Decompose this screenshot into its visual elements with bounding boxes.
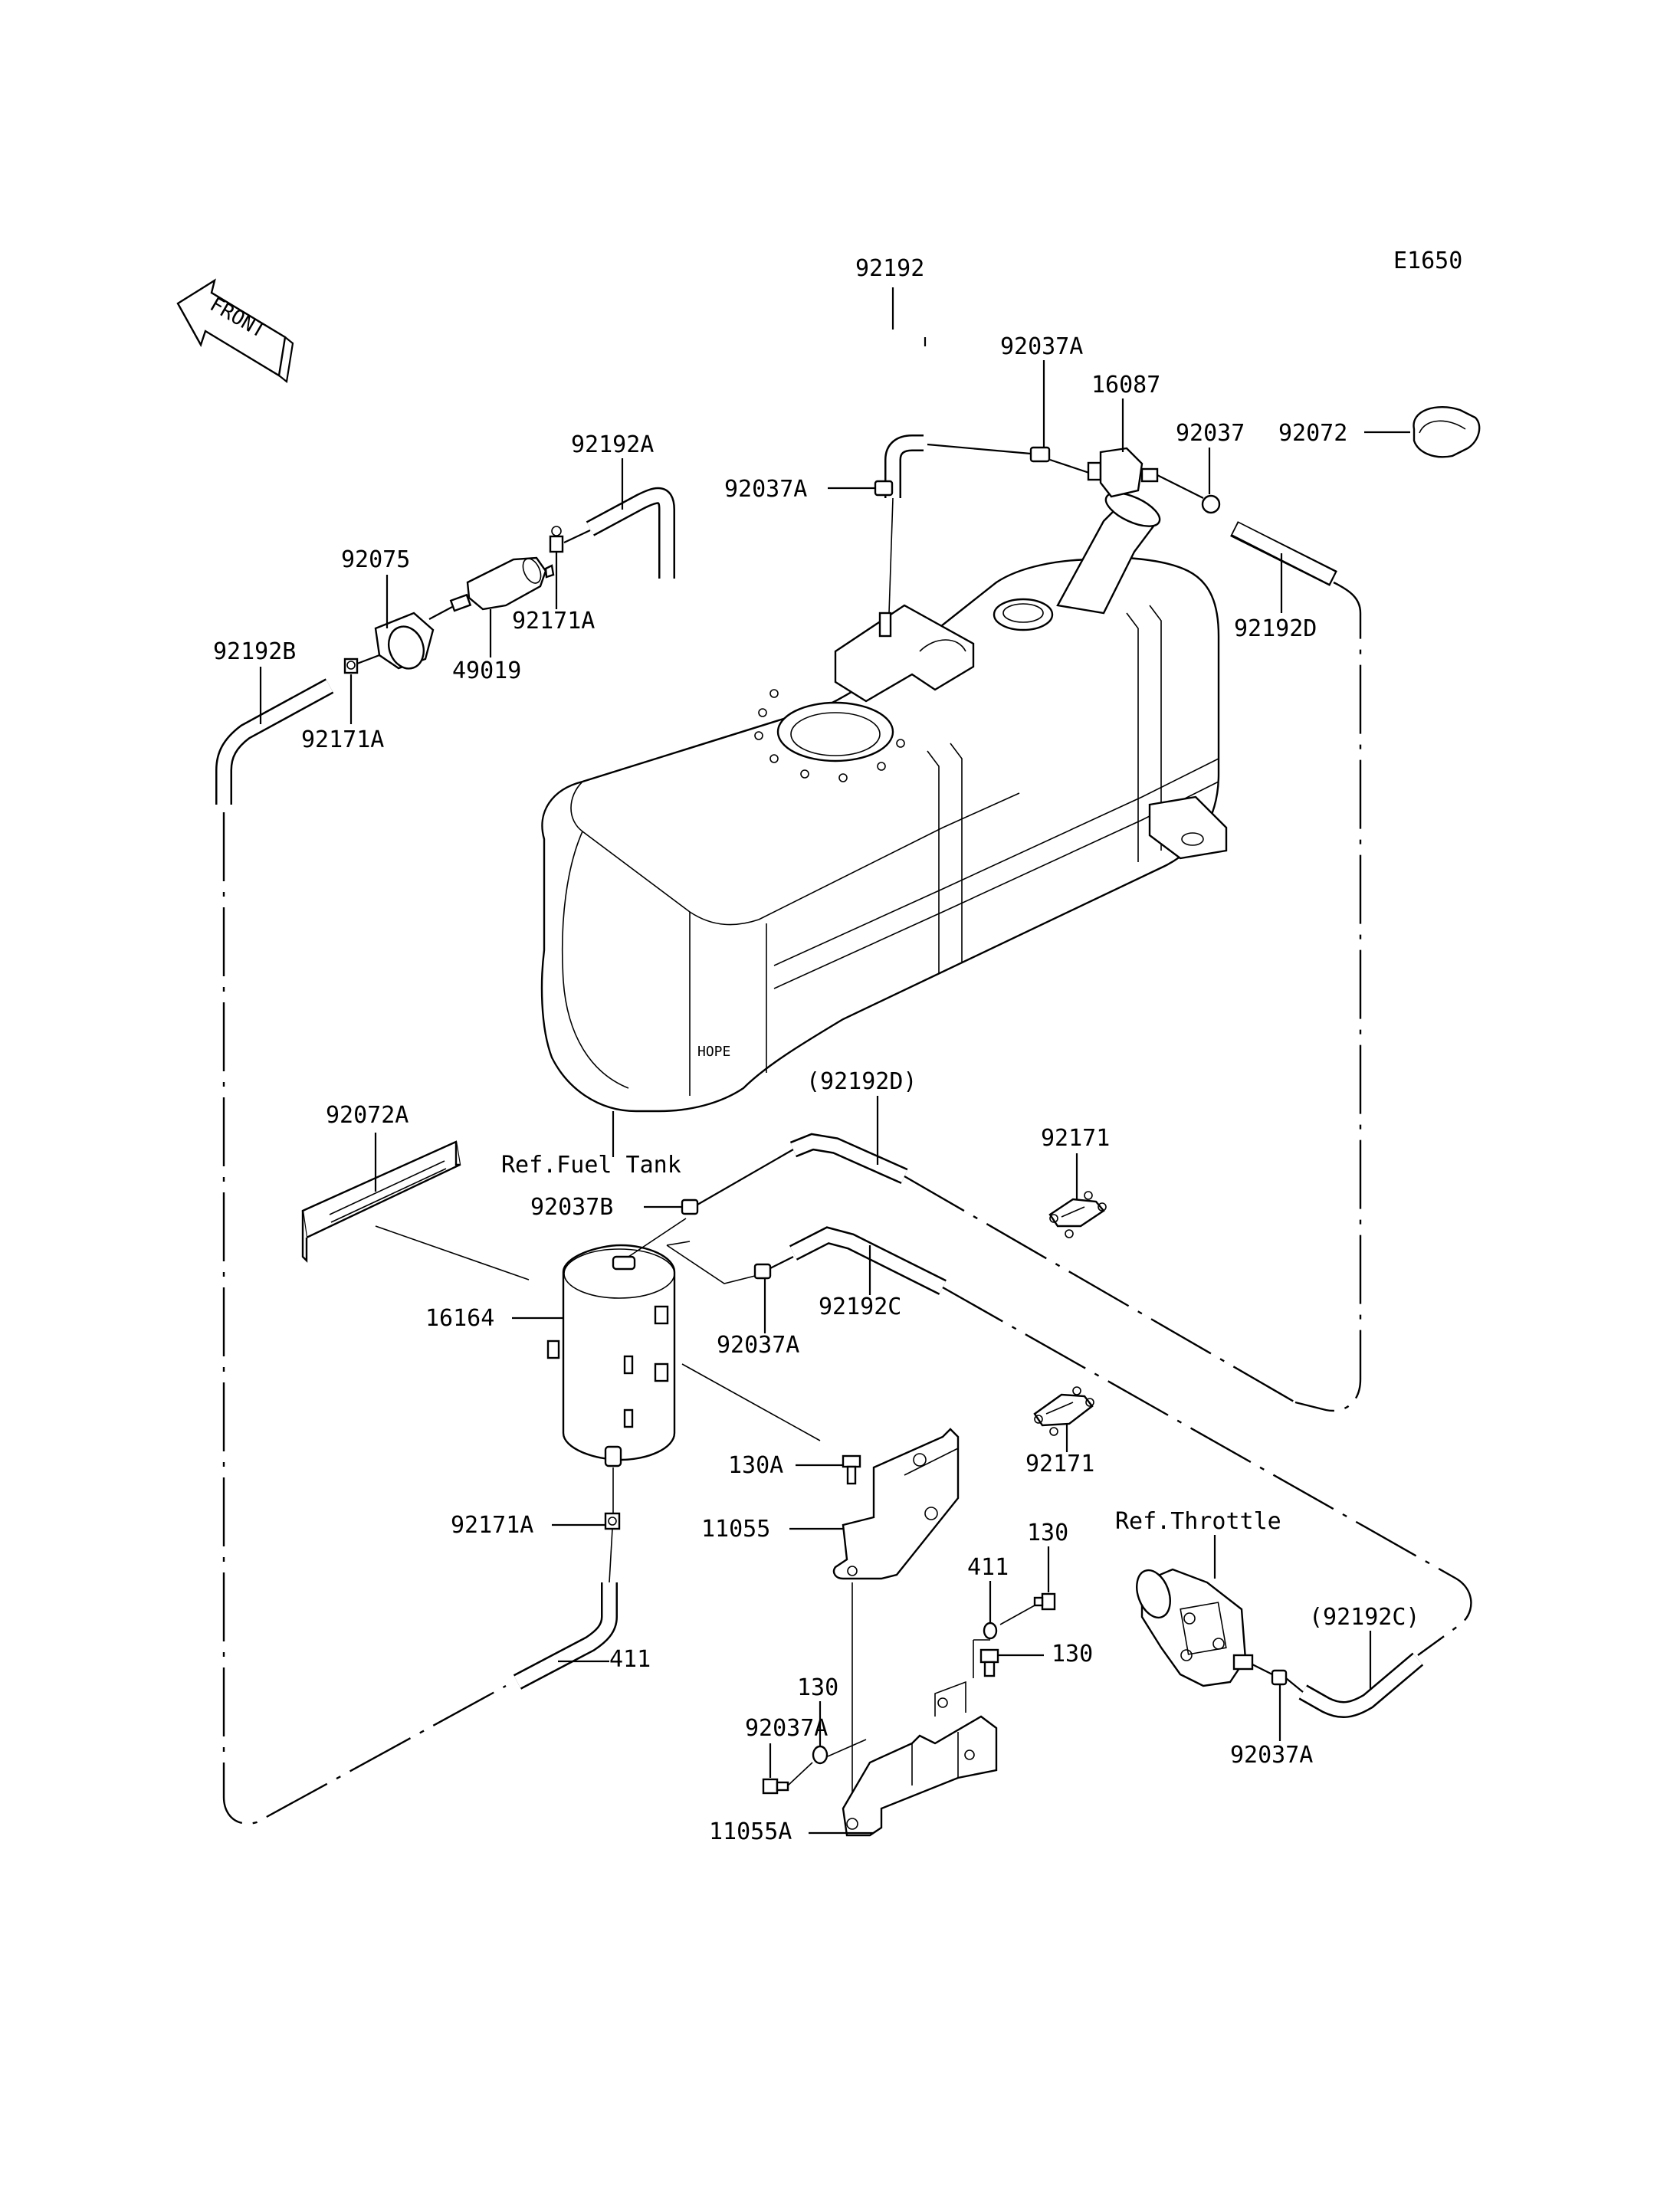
label-16087: 16087 [1091, 372, 1160, 398]
label-92192C: 92192C [819, 1294, 901, 1320]
label-130A: 130A [728, 1452, 783, 1479]
label-92072: 92072 [1278, 420, 1347, 447]
label-49019: 49019 [452, 657, 521, 684]
bracket-11055A [842, 1681, 998, 1837]
label-130-left: 92037A [745, 1715, 828, 1742]
clamp-92171A-canister [604, 1512, 621, 1530]
label-92192C-paren: (92192C) [1309, 1604, 1420, 1631]
label-411-upper: 411 [967, 1554, 1009, 1581]
valve-16087 [1087, 447, 1159, 498]
clamp-92171A-lower [343, 657, 359, 674]
filter-49019 [449, 556, 555, 612]
throttle-body [1136, 1568, 1254, 1687]
strap-92072A [301, 1140, 461, 1263]
label-92192B-paren: 411 [609, 1646, 651, 1673]
bolt-130A [842, 1454, 861, 1485]
label-92192B: 92192B [213, 638, 296, 665]
label-92171A-upper: 92171A [512, 608, 595, 635]
bolt-130-right [979, 1648, 999, 1677]
front-arrow-icon: FRONT [176, 278, 294, 384]
label-92037A-throttle: 92037A [1230, 1742, 1313, 1769]
fuel-tank: HOPE [540, 492, 1228, 1113]
label-92171A-canister: 92171A [451, 1512, 533, 1539]
label-92037: 92037 [1176, 420, 1245, 447]
canister-16164 [546, 1244, 676, 1467]
label-411-lower: 130 [797, 1674, 838, 1701]
label-130-upper: 130 [1027, 1520, 1068, 1546]
label-92171-upper: 92171 [1041, 1125, 1110, 1152]
label-92171-lower: 92171 [1025, 1451, 1094, 1477]
label-130-right: 130 [1052, 1641, 1093, 1667]
bolt-130-left [762, 1778, 789, 1795]
label-11055A: 11055A [709, 1818, 792, 1845]
label-92192D: 92192D [1234, 615, 1317, 642]
hose-92192D [1230, 521, 1337, 586]
label-92037B: 92037B [530, 1194, 613, 1221]
bracket-11055 [832, 1428, 960, 1580]
label-11055: 11055 [701, 1516, 770, 1543]
label-92192D-paren: (92192D) [806, 1068, 917, 1095]
label-92192: 92192 [855, 255, 924, 282]
label-92075: 92075 [341, 546, 410, 573]
label-ref-throttle: Ref.Throttle [1115, 1508, 1281, 1535]
label-92072A: 92072A [326, 1102, 409, 1129]
clip-92171-lower [1033, 1386, 1094, 1436]
diagram-code: E1650 [1393, 248, 1462, 274]
label-92192A: 92192A [571, 431, 654, 458]
label-92171A-lower: 92171A [301, 726, 384, 753]
band-92072 [1413, 406, 1481, 458]
label-92037A-mid: 92037A [717, 1332, 799, 1359]
label-92037A-left: 92037A [724, 476, 807, 503]
label-92037A-top: 92037A [1000, 333, 1083, 360]
tank-embossing: HOPE [697, 1044, 730, 1060]
clip-92171-upper [1048, 1191, 1107, 1238]
bolt-130-upper [1033, 1592, 1056, 1611]
label-16164: 16164 [425, 1305, 494, 1332]
label-ref-fuel-tank: Ref.Fuel Tank [501, 1152, 681, 1179]
